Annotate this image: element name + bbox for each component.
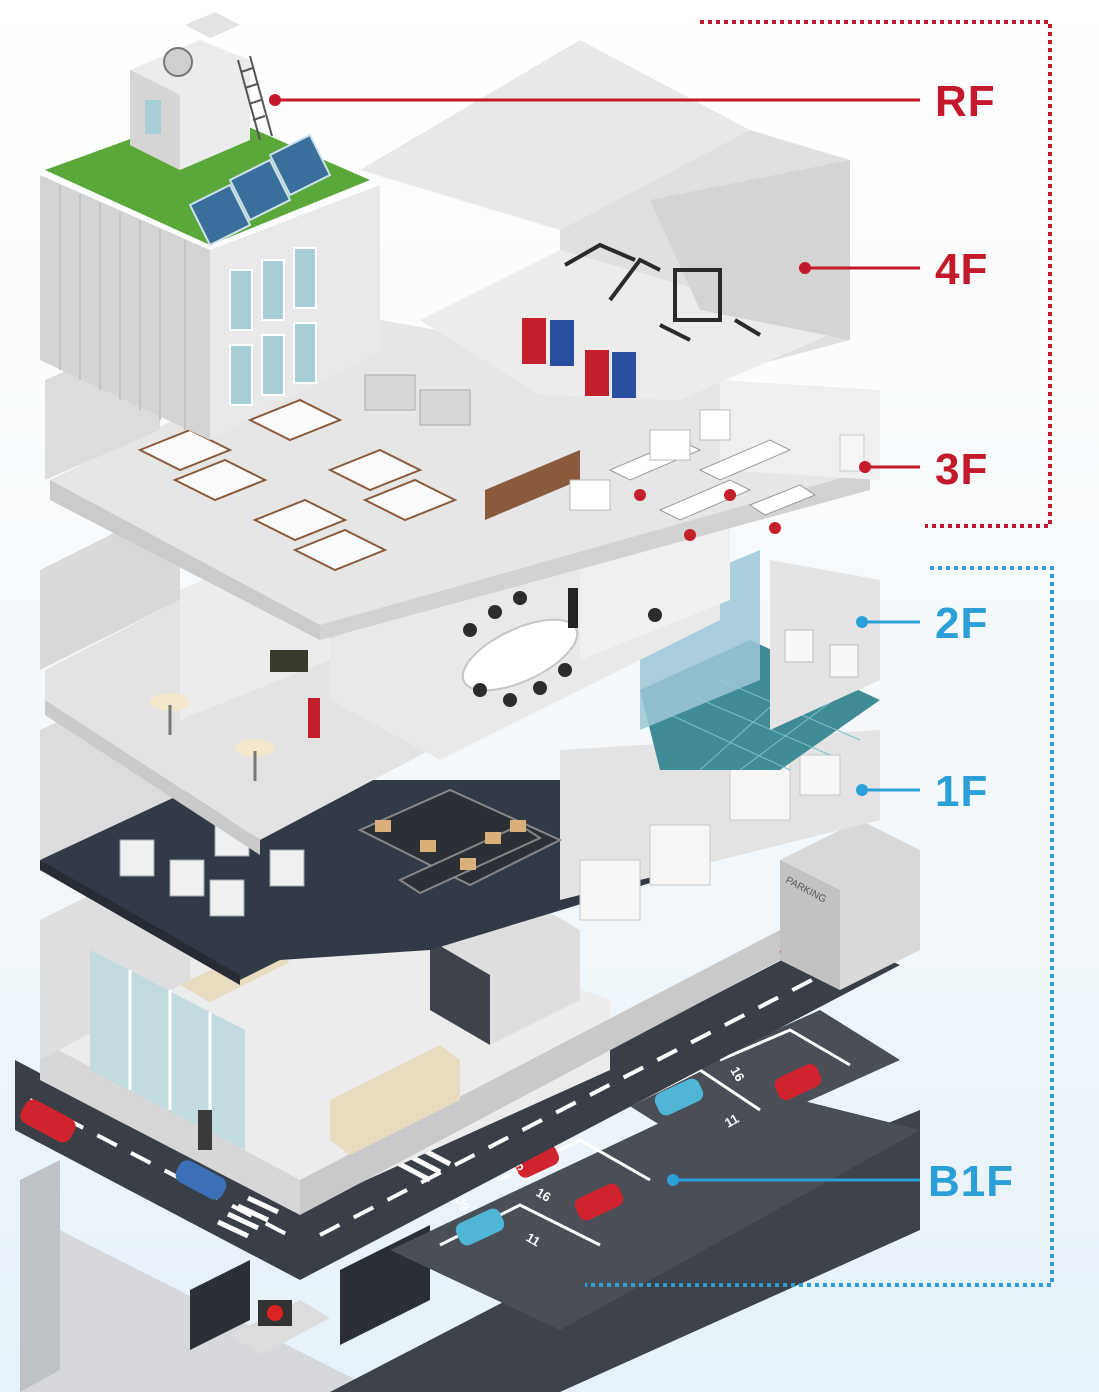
lobby-sofa [330,1045,460,1155]
3f-marker-dot [859,461,871,473]
service-counter [485,450,580,520]
stall-number: 16 [727,1064,747,1084]
stall-number: 11 [722,1111,741,1131]
callout-group-upper [269,20,1052,528]
upper-group-bracket [700,20,1052,528]
floor-label-rf: RF [935,77,996,126]
1f-marker-dot [856,784,868,796]
floor-label-4f: 4F [935,245,989,294]
cafeteria-tables [137,398,458,572]
floor-label-2f: 2F [935,599,989,648]
floor-label-1f: 1F [935,767,989,816]
meeting-table [461,618,579,692]
employee [308,698,320,738]
roof-garden [45,110,370,245]
2f-marker-dot [856,616,868,628]
car-blue-2 [654,1078,704,1116]
presenter [568,588,578,628]
street-level: PARKING [15,820,920,1280]
car-red-1 [574,1183,624,1221]
callout-group-lower [585,566,1054,1287]
rooftop-door [145,100,161,134]
stall-number: 09 [452,1194,472,1214]
floor-label-3f: 3F [935,445,989,494]
basement-level: 16 11 15 16 09 11 [20,979,920,1392]
solar-panels [188,133,332,247]
fourth-floor-level [360,40,850,400]
satellite-dish [163,47,193,77]
car-red-3 [774,1064,822,1100]
food-stalls [364,374,471,426]
round-table [150,693,190,711]
car-blue-1 [455,1208,505,1246]
street-car-blue [175,1160,227,1200]
parking-entrance: PARKING [780,820,920,990]
lower-group-bracket [585,566,1054,1287]
wall-monitor [270,650,308,672]
b1f-marker-dot [667,1174,679,1186]
tower-block [40,12,380,440]
conveyor-belt [357,788,563,895]
security-desk [230,1300,330,1355]
round-table-2 [235,739,275,757]
vending-machines [522,318,636,398]
rf-marker-dot [269,94,281,106]
kiosk [198,1110,212,1150]
ladder [237,55,273,141]
gym-equipment [564,242,762,342]
street-car-red [20,1099,76,1143]
floor-label-b1f: B1F [928,1157,1015,1206]
car-red-2 [515,1144,559,1178]
4f-marker-dot [799,262,811,274]
stall-number: 16 [534,1185,554,1205]
stall-number: 11 [524,1230,543,1250]
